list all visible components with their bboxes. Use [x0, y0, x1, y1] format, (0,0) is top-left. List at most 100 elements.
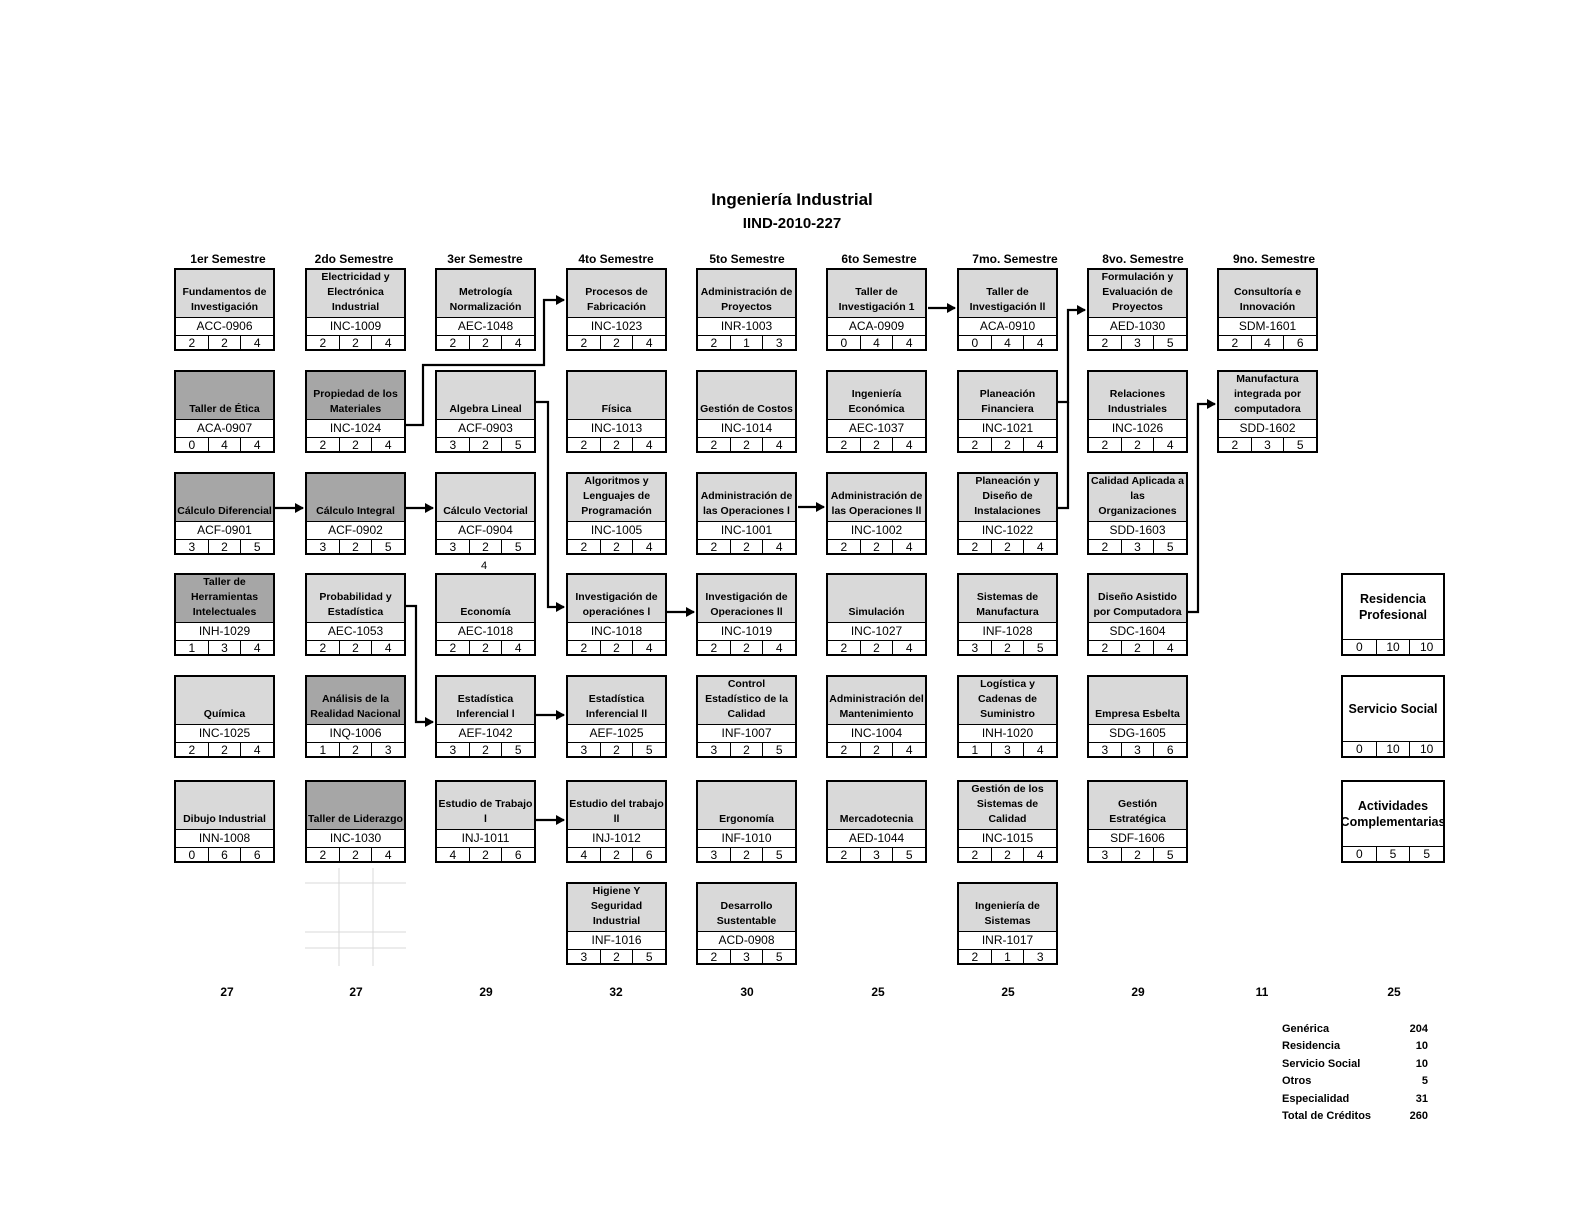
total-credits: 6 — [240, 848, 273, 863]
course-name: Probabilidad y Estadística — [307, 575, 404, 622]
semester-header-7: 7mo. Semestre — [972, 252, 1058, 266]
course-name: Formulación y Evaluación de Proyectos — [1089, 270, 1186, 317]
semester-total: 27 — [349, 985, 363, 999]
course-code: INC-1019 — [698, 622, 795, 640]
practice-hours: 2 — [338, 540, 372, 555]
total-credits: 5 — [762, 950, 795, 965]
practice-hours: 2 — [729, 438, 763, 453]
total-credits: 4 — [762, 438, 795, 453]
theory-hours: 3 — [319, 540, 327, 554]
total-credits: 4 — [240, 743, 273, 758]
course-code: ACF-0902 — [307, 521, 404, 539]
theory-hours: 2 — [1101, 336, 1109, 350]
practice-hours: 2 — [599, 743, 633, 758]
theory-hours: 3 — [580, 743, 588, 757]
practice-hours: 2 — [599, 641, 633, 656]
summary-label: Otros — [1282, 1075, 1312, 1088]
course-code: INC-1001 — [698, 521, 795, 539]
semester-header-5: 5to Semestre — [709, 252, 785, 266]
total-credits: 5 — [632, 950, 665, 965]
course-code: SDD-1602 — [1219, 419, 1316, 437]
total-credits: 4 — [1023, 540, 1056, 555]
course-code: AEC-1053 — [307, 622, 404, 640]
course-name: Algoritmos y Lenguajes de Programación — [568, 474, 665, 521]
total-credits: 4 — [240, 336, 273, 351]
practice-hours: 2 — [990, 641, 1024, 656]
theory-hours: 2 — [710, 950, 718, 964]
course-code: INF-1007 — [698, 724, 795, 742]
summary-value: 10 — [1415, 1057, 1428, 1070]
practice-hours: 2 — [859, 641, 893, 656]
total-credits: 5 — [240, 540, 273, 555]
practice-hours: 2 — [859, 540, 893, 555]
practice-hours: 2 — [468, 848, 502, 863]
total-credits: 5 — [1409, 847, 1443, 862]
theory-hours: 3 — [710, 848, 718, 862]
